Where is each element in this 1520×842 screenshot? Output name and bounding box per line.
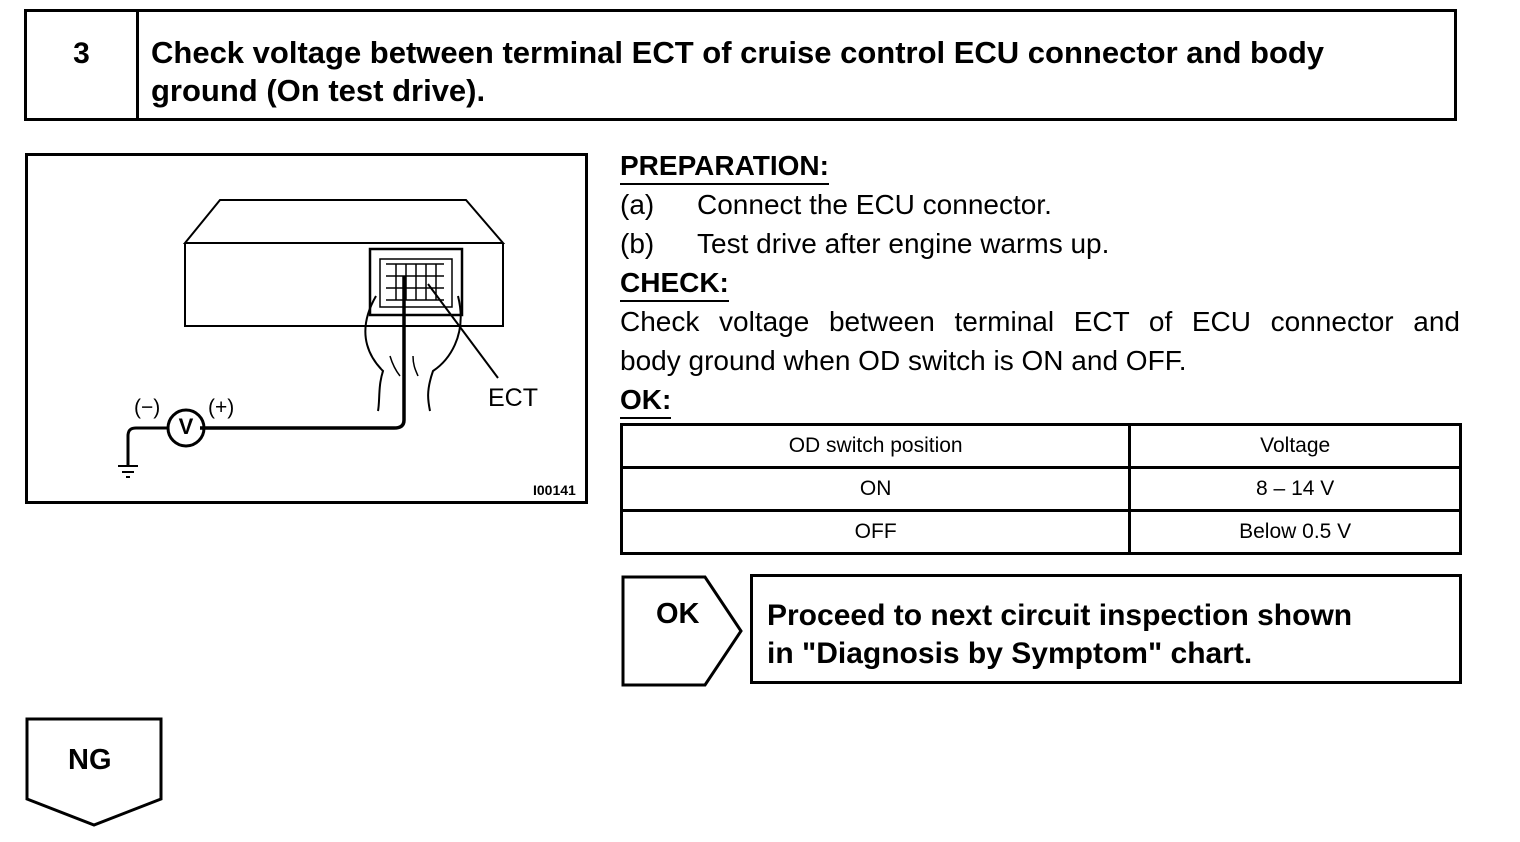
table-row: ON 8 – 14 V bbox=[619, 466, 1462, 512]
ng-badge-label: NG bbox=[68, 744, 112, 776]
table-cell: OFF bbox=[619, 509, 1132, 555]
column-header: OD switch position bbox=[619, 423, 1132, 469]
preparation-item-a: (a) Connect the ECU connector. bbox=[620, 188, 1052, 222]
figure-id: I00141 bbox=[533, 482, 576, 498]
table-header-row: OD switch position Voltage bbox=[619, 423, 1462, 469]
wire-harness bbox=[364, 295, 385, 412]
column-header: Voltage bbox=[1128, 423, 1462, 469]
step-number: 3 bbox=[27, 12, 139, 118]
negative-probe-label: (−) bbox=[134, 396, 161, 419]
check-text-line-1: Check voltage between terminal ECT of EC… bbox=[620, 306, 1460, 337]
ok-result-box: Proceed to next circuit inspection shown… bbox=[750, 574, 1462, 684]
check-heading: CHECK: bbox=[620, 266, 729, 302]
item-text: Connect the ECU connector. bbox=[697, 189, 1052, 220]
item-text: Test drive after engine warms up. bbox=[697, 228, 1110, 259]
connector-housing bbox=[368, 247, 464, 317]
ng-arrow-badge bbox=[25, 717, 163, 827]
preparation-item-b: (b) Test drive after engine warms up. bbox=[620, 227, 1109, 261]
ecu-wiring-diagram bbox=[118, 199, 506, 478]
ok-heading: OK: bbox=[620, 383, 672, 419]
ok-result-line-1: Proceed to next circuit inspection shown bbox=[767, 599, 1353, 632]
step-title-line-2: ground (On test drive). bbox=[151, 73, 486, 108]
ok-result-text: Proceed to next circuit inspection shown… bbox=[767, 597, 1352, 673]
ok-arrow-badge bbox=[621, 575, 743, 687]
step-title: Check voltage between terminal ECT of cr… bbox=[151, 34, 1441, 110]
preparation-heading: PREPARATION: bbox=[620, 149, 829, 185]
positive-probe-label: (+) bbox=[208, 396, 235, 419]
table-cell: 8 – 14 V bbox=[1128, 466, 1462, 512]
step-header: 3 Check voltage between terminal ECT of … bbox=[24, 9, 1457, 121]
voltmeter-label: V bbox=[178, 414, 194, 439]
voltage-spec-table: OD switch position Voltage ON 8 – 14 V O… bbox=[619, 423, 1462, 555]
ect-pointer bbox=[427, 283, 499, 379]
ect-terminal-label: ECT bbox=[488, 384, 538, 412]
table-cell: Below 0.5 V bbox=[1128, 509, 1462, 555]
ground-symbol bbox=[118, 465, 138, 478]
probe-lead bbox=[200, 276, 406, 430]
item-mark: (a) bbox=[620, 189, 655, 220]
item-mark: (b) bbox=[620, 228, 655, 259]
table-cell: ON bbox=[619, 466, 1132, 512]
ground-lead bbox=[126, 426, 168, 466]
check-text-line-2: body ground when OD switch is ON and OFF… bbox=[620, 345, 1187, 376]
step-title-line-1: Check voltage between terminal ECT of cr… bbox=[151, 35, 1325, 70]
ecu-box-front bbox=[184, 243, 504, 327]
ok-result-line-2: in "Diagnosis by Symptom" chart. bbox=[767, 637, 1253, 670]
ok-badge-label: OK bbox=[656, 598, 700, 630]
ecu-connector-illustration: ECT (−) (+) V I00141 bbox=[25, 153, 588, 504]
table-row: OFF Below 0.5 V bbox=[619, 509, 1462, 555]
ecu-box-top bbox=[182, 199, 506, 244]
